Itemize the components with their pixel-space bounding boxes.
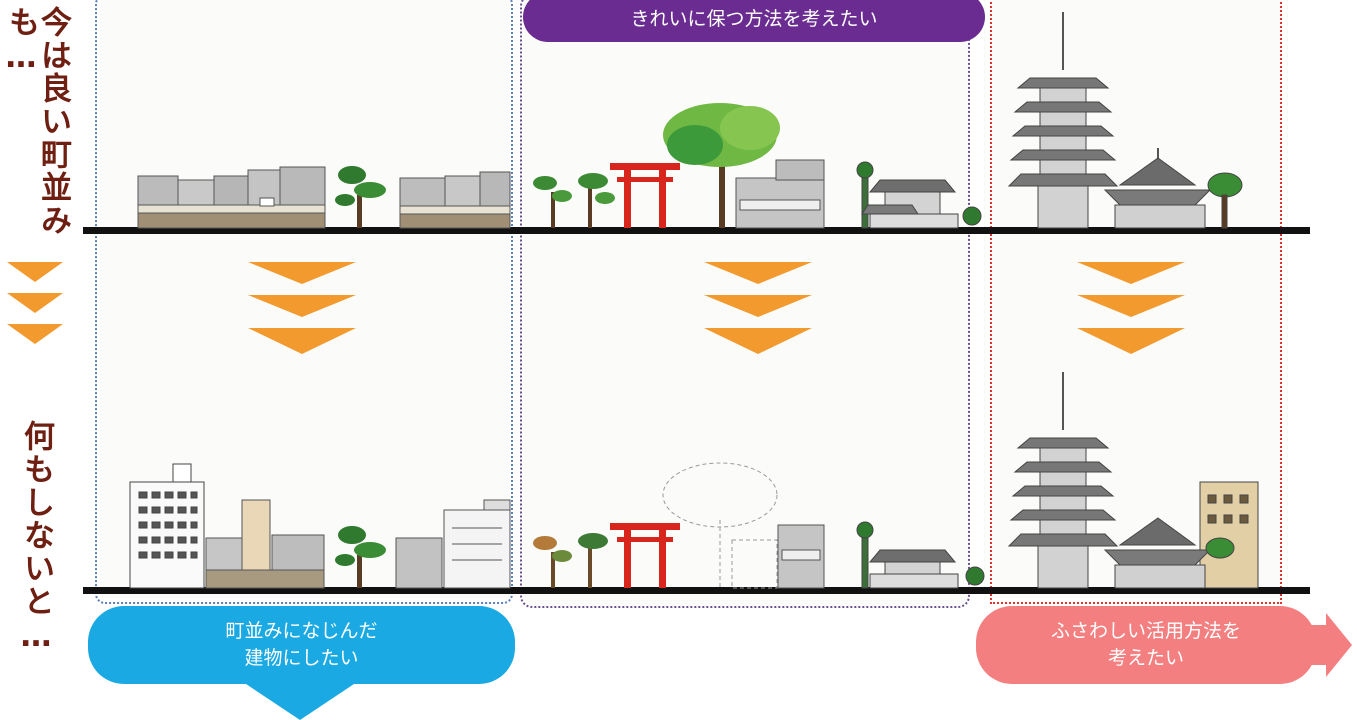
missing-tree-outline-icon: [662, 462, 778, 589]
temple-gate-icon-2: [856, 521, 985, 589]
shop-and-apartment-icon: [395, 499, 511, 589]
temple-and-apartment-icon: [1103, 481, 1259, 589]
chevron-stack-left-icon: [7, 262, 63, 344]
ground-line-top: [83, 227, 1310, 234]
modern-office-building-icon: [129, 463, 205, 589]
region-box-left: [95, 0, 513, 604]
machiya-house-icon-2: [777, 524, 825, 589]
callout-blend-in: 町並みになじんだ 建物にしたい: [88, 606, 515, 684]
callout-keep-clean: きれいに保つ方法を考えたい: [523, 0, 985, 42]
region-box-middle: [520, 0, 970, 608]
small-trees-icon: [533, 173, 615, 228]
torii-gate-icon-2: [610, 523, 680, 588]
traditional-shophouses-icon: [137, 166, 326, 229]
bottom-row-illustration: [129, 372, 1259, 589]
traditional-shophouses-icon-2: [399, 171, 511, 229]
pine-tree-icon: [335, 166, 386, 228]
bare-trees-icon: [533, 533, 608, 588]
chevron-stack-3-icon: [1077, 262, 1185, 354]
callout-blend-in-line1: 町並みになじんだ: [225, 620, 378, 642]
large-tree-icon: [663, 103, 780, 228]
label-now-good: 今は良い町並みも…: [3, 6, 71, 237]
chevron-stack-2-icon: [704, 262, 812, 354]
callout-blend-in-line2: 建物にしたい: [244, 647, 359, 669]
chevron-stack-1-icon: [248, 262, 356, 354]
machiya-house-icon: [735, 159, 825, 229]
temple-gate-icon: [856, 161, 982, 229]
callout-reuse-line2: 考えたい: [1107, 647, 1184, 669]
torii-gate-icon: [610, 163, 680, 228]
pagoda-icon-2: [1007, 372, 1119, 589]
down-arrow-icon: [246, 684, 354, 720]
callout-keep-clean-text: きれいに保つ方法を考えたい: [630, 7, 878, 30]
right-arrow-icon: [1310, 613, 1352, 677]
callout-reuse: ふさわしい活用方法を 考えたい: [976, 606, 1316, 684]
top-row-illustration: [137, 12, 1243, 229]
ground-line-bottom: [83, 587, 1310, 594]
region-box-right: [990, 0, 1282, 604]
pine-tree-icon-2: [335, 526, 386, 588]
temple-hall-icon: [1103, 148, 1243, 229]
mixed-buildings-icon: [205, 499, 325, 589]
label-if-nothing: 何もしないと…: [18, 420, 54, 656]
callout-reuse-line1: ふさわしい活用方法を: [1050, 620, 1241, 642]
pagoda-icon: [1007, 12, 1119, 229]
